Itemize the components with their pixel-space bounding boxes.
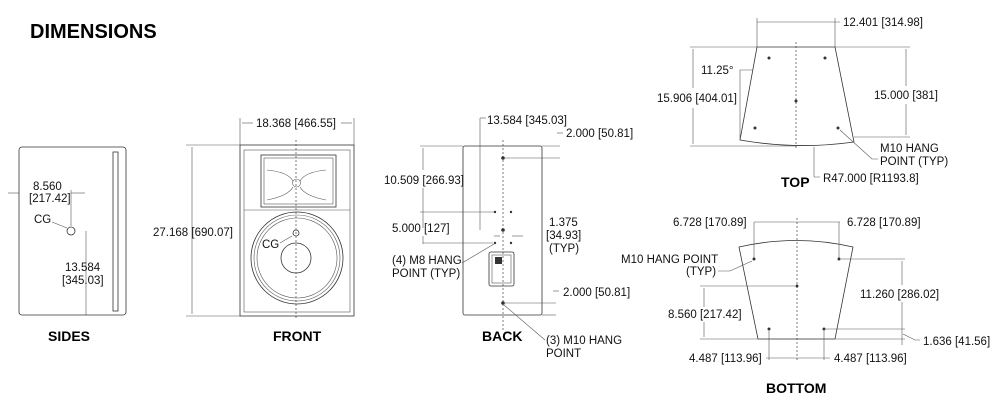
dim-text: 8.560 bbox=[33, 181, 62, 193]
m10-hang-point bbox=[501, 301, 505, 305]
cg-label: CG bbox=[34, 214, 51, 226]
dim-text: [217.42] bbox=[29, 193, 71, 205]
dim-text: 5.000 [127] bbox=[392, 223, 450, 235]
top-view: 12.401 [314.98] 15.906 [404.01] 15.000 [… bbox=[657, 17, 948, 190]
dim-text: [345.03] bbox=[62, 275, 104, 287]
callout-text: M10 HANG POINT bbox=[621, 254, 718, 266]
back-view: 13.584 [345.03] 2.000 [50.81] 10.509 [26… bbox=[384, 115, 633, 360]
side-outline bbox=[18, 146, 127, 316]
dim-text: 2.000 [50.81] bbox=[566, 128, 633, 140]
callout-text: (3) M10 HANG bbox=[546, 335, 622, 347]
horn bbox=[260, 154, 337, 208]
input-panel bbox=[488, 251, 515, 287]
dim-text: 15.906 [404.01] bbox=[657, 93, 737, 105]
dim-text: 4.487 [113.96] bbox=[834, 353, 907, 365]
dim-text: 15.000 [381] bbox=[874, 90, 938, 102]
page-title: DIMENSIONS bbox=[30, 21, 157, 43]
front-outline bbox=[239, 144, 355, 317]
dim-text: R47.000 [R1193.8] bbox=[823, 173, 919, 185]
dim-text: 10.509 [266.93] bbox=[384, 175, 464, 187]
side-strip bbox=[112, 151, 119, 312]
bottom-view: 6.728 [170.89] 6.728 [170.89] M10 HANG P… bbox=[621, 217, 990, 396]
dim-text: 11.260 [286.02] bbox=[860, 289, 939, 301]
dim-text: 6.728 [170.89] bbox=[847, 217, 921, 229]
cg-marker bbox=[66, 226, 76, 236]
dim-text: (TYP) bbox=[549, 243, 579, 255]
sides-view: 8.560 [217.42] CG 13.584 [345.03] SIDES bbox=[8, 146, 127, 344]
front-view: 18.368 [466.55] 27.168 [690.07] CG FRONT bbox=[153, 118, 355, 344]
hang-points bbox=[753, 56, 840, 130]
dim-text: 6.728 [170.89] bbox=[673, 217, 747, 229]
callout-text: M10 HANG bbox=[880, 143, 939, 155]
view-label-sides: SIDES bbox=[48, 328, 90, 344]
dim-text: 13.584 bbox=[65, 262, 101, 274]
view-label-front: FRONT bbox=[273, 328, 322, 344]
dim-text: [34.93] bbox=[546, 230, 581, 242]
view-label-back: BACK bbox=[482, 328, 522, 344]
callout-text: (4) M8 HANG bbox=[392, 255, 462, 267]
back-outline bbox=[462, 145, 543, 316]
angle-text: 11.25° bbox=[701, 65, 734, 77]
dim-text: 12.401 [314.98] bbox=[843, 17, 923, 29]
woofer bbox=[250, 211, 344, 305]
callout-text: POINT (TYP) bbox=[392, 268, 460, 280]
dim-text: 8.560 [217.42] bbox=[668, 309, 742, 321]
dim-text: 13.584 [345.03] bbox=[487, 115, 567, 127]
dim-text: 2.000 [50.81] bbox=[563, 287, 630, 299]
callout-text: POINT (TYP) bbox=[880, 156, 948, 168]
cg-label: CG bbox=[262, 239, 279, 251]
view-label-bottom: BOTTOM bbox=[766, 380, 826, 396]
hang-points bbox=[752, 257, 841, 331]
dim-text: 1.636 [41.56] bbox=[923, 336, 990, 348]
top-outline bbox=[739, 46, 855, 146]
callout-text: POINT bbox=[546, 348, 581, 360]
callout-text: (TYP) bbox=[686, 266, 716, 278]
bottom-outline bbox=[738, 240, 854, 340]
view-label-top: TOP bbox=[781, 174, 810, 190]
m10-hang-point bbox=[501, 156, 505, 160]
dim-text: 18.368 [466.55] bbox=[256, 118, 336, 130]
dim-text: 4.487 [113.96] bbox=[689, 353, 762, 365]
dim-text: 27.168 [690.07] bbox=[153, 227, 233, 239]
dim-text: 1.375 bbox=[549, 217, 578, 229]
